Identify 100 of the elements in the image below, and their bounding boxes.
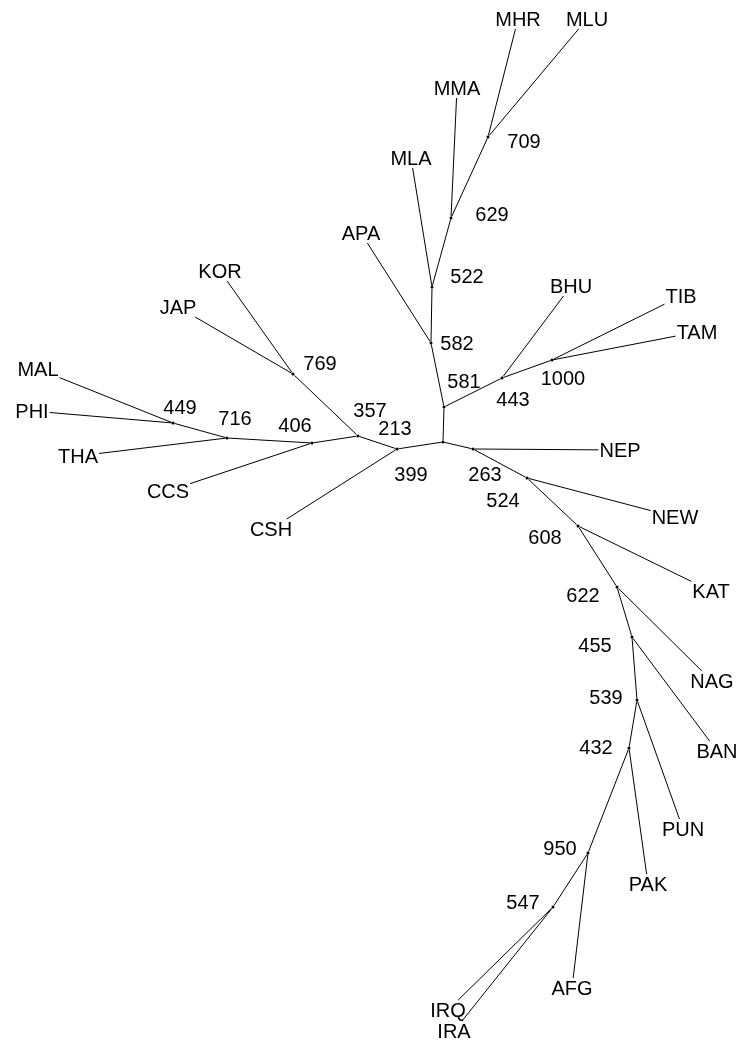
branch-node bbox=[635, 698, 639, 702]
taxon-label: JAP bbox=[158, 297, 198, 317]
bootstrap-value: 432 bbox=[579, 737, 613, 757]
tree-branch bbox=[412, 167, 433, 286]
bootstrap-value: 622 bbox=[566, 585, 600, 605]
tree-branch bbox=[442, 408, 445, 441]
tree-branch bbox=[228, 437, 311, 444]
taxon-label: MHR bbox=[494, 9, 542, 29]
tree-branch bbox=[632, 638, 711, 742]
tree-branch bbox=[450, 97, 458, 217]
taxon-label: CSH bbox=[248, 519, 294, 539]
tree-branch bbox=[553, 335, 677, 361]
branch-node bbox=[430, 285, 434, 289]
branch-node bbox=[225, 436, 229, 440]
branch-node bbox=[551, 905, 555, 909]
bootstrap-value: 716 bbox=[218, 408, 252, 428]
taxon-label: KOR bbox=[197, 261, 243, 281]
tree-branch bbox=[451, 138, 488, 217]
taxon-label: CCS bbox=[145, 481, 191, 501]
bootstrap-value: 547 bbox=[506, 892, 540, 912]
bootstrap-value: 455 bbox=[578, 635, 612, 655]
taxon-label: MLA bbox=[389, 148, 433, 168]
taxon-label: NAG bbox=[689, 671, 735, 691]
tree-branch bbox=[457, 907, 552, 1001]
branch-node bbox=[525, 476, 529, 480]
branch-node bbox=[500, 376, 504, 380]
tree-branch bbox=[98, 437, 226, 454]
taxon-label: PAK bbox=[627, 874, 669, 894]
tree-branch bbox=[618, 588, 703, 672]
tree-branch bbox=[294, 374, 357, 436]
taxon-label: BAN bbox=[695, 741, 739, 761]
taxon-label: MLU bbox=[564, 9, 610, 29]
tree-branch bbox=[445, 378, 501, 407]
tree-branch bbox=[461, 908, 553, 1022]
bootstrap-value: 213 bbox=[378, 418, 412, 438]
tree-branch bbox=[174, 422, 226, 439]
tree-branch bbox=[474, 448, 599, 451]
tree-branch bbox=[553, 854, 588, 906]
tree-branch bbox=[637, 701, 680, 820]
bootstrap-value: 522 bbox=[450, 266, 484, 286]
branch-node bbox=[449, 216, 453, 220]
bootstrap-value: 709 bbox=[507, 131, 541, 151]
taxon-label: PUN bbox=[660, 819, 706, 839]
tree-branch bbox=[528, 478, 577, 526]
tree-branch bbox=[431, 219, 452, 286]
bootstrap-value: 524 bbox=[486, 490, 520, 510]
bootstrap-value: 1000 bbox=[540, 368, 586, 388]
taxon-label: AFG bbox=[550, 978, 594, 998]
branch-node bbox=[310, 441, 314, 445]
taxon-label: NEP bbox=[598, 440, 642, 460]
tree-branch bbox=[313, 435, 357, 444]
tree-branch bbox=[572, 854, 589, 979]
tree-branch bbox=[398, 441, 442, 450]
branch-node bbox=[586, 851, 590, 855]
tree-branch bbox=[616, 588, 633, 636]
tree-branch bbox=[588, 749, 629, 852]
branch-node bbox=[615, 585, 619, 589]
bootstrap-value: 263 bbox=[468, 464, 502, 484]
tree-branch bbox=[366, 242, 431, 342]
tree-branch bbox=[49, 412, 172, 424]
branch-node bbox=[486, 135, 490, 139]
branch-node bbox=[442, 405, 446, 409]
taxon-label: IRA bbox=[436, 1021, 472, 1041]
bootstrap-value: 406 bbox=[278, 415, 312, 435]
bootstrap-value: 539 bbox=[589, 687, 623, 707]
branch-node bbox=[395, 447, 399, 451]
branch-node bbox=[630, 635, 634, 639]
tree-branch bbox=[579, 526, 692, 582]
branch-node bbox=[171, 421, 175, 425]
tree-branch bbox=[59, 377, 172, 423]
branch-node bbox=[356, 434, 360, 438]
branch-node bbox=[550, 358, 554, 362]
tree-branch bbox=[194, 316, 292, 374]
branch-node bbox=[471, 447, 475, 451]
tree-branch bbox=[444, 441, 472, 450]
tree-branch bbox=[487, 28, 516, 136]
taxon-label: KAT bbox=[691, 581, 731, 601]
taxon-label: TAM bbox=[675, 322, 719, 342]
taxon-label: IRQ bbox=[429, 1000, 467, 1020]
tree-branch bbox=[502, 295, 564, 377]
taxon-label: PHI bbox=[14, 401, 50, 421]
bootstrap-value: 629 bbox=[475, 204, 509, 224]
tree-branch bbox=[628, 701, 638, 747]
taxon-label: MAL bbox=[16, 359, 60, 379]
taxon-label: MMA bbox=[432, 78, 482, 98]
taxon-label: BHU bbox=[548, 276, 594, 296]
branch-node bbox=[429, 341, 433, 345]
bootstrap-value: 399 bbox=[394, 464, 428, 484]
branch-node bbox=[627, 746, 631, 750]
tree-branch bbox=[474, 449, 526, 478]
tree-branch bbox=[631, 638, 638, 699]
bootstrap-value: 581 bbox=[447, 371, 481, 391]
tree-branch bbox=[488, 28, 580, 136]
taxon-label: APA bbox=[340, 223, 382, 243]
taxon-label: THA bbox=[57, 446, 99, 466]
bootstrap-value: 449 bbox=[163, 397, 197, 417]
tree-branch bbox=[286, 449, 396, 520]
bootstrap-value: 443 bbox=[496, 389, 530, 409]
bootstrap-value: 582 bbox=[440, 333, 474, 353]
tree-branch bbox=[359, 436, 396, 449]
